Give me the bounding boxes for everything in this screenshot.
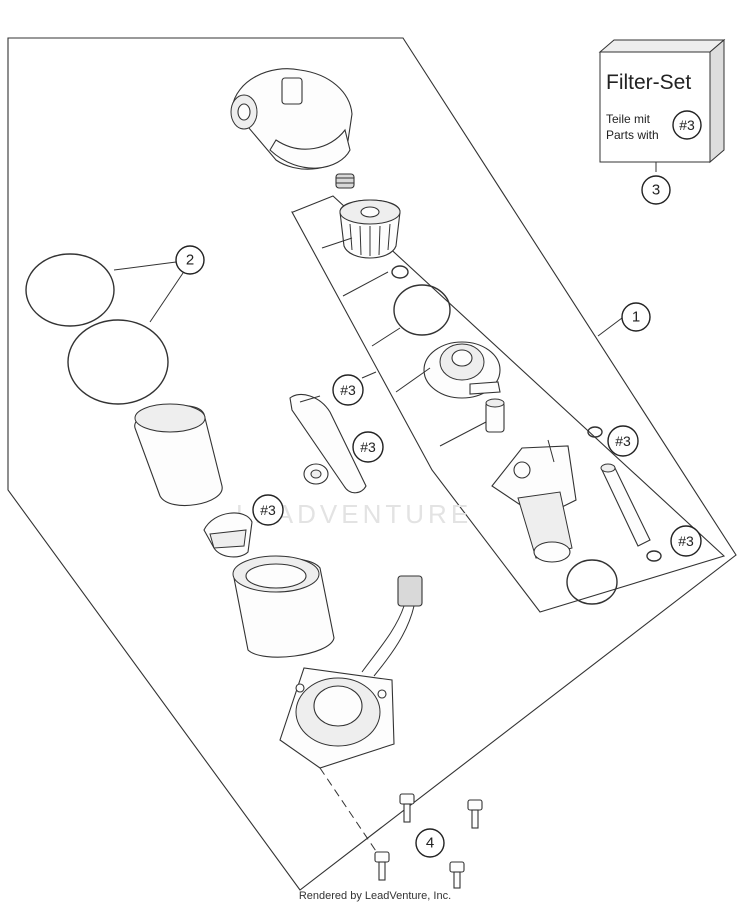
- callout-3: 3: [641, 175, 671, 205]
- ref-callout-washer-lower: #3: [670, 525, 702, 557]
- small-o-ring: [391, 265, 409, 279]
- ref-text-2: #3: [360, 439, 376, 455]
- lower-o-ring: [566, 559, 618, 605]
- pump-head-part: [230, 68, 353, 170]
- leader-1: [597, 317, 623, 337]
- subframe-tick-3: [371, 327, 401, 347]
- axis-dashed-line: [319, 767, 383, 861]
- pump-housing-part: [232, 555, 335, 658]
- ref-text-3: #3: [260, 502, 276, 518]
- ref-callout-filter: #3: [352, 431, 384, 463]
- callout-2: 2: [175, 245, 205, 275]
- subframe-tick-2: [342, 271, 389, 297]
- large-o-ring-lower: [67, 319, 169, 405]
- filter-set-line-2: Parts with: [606, 128, 659, 142]
- callout-3-text: 3: [652, 182, 660, 199]
- pump-flange-part: [279, 667, 395, 769]
- ref-text-5: #3: [678, 533, 694, 549]
- filter-set-box: Filter-Set Teile mit Parts with #3: [598, 38, 726, 164]
- valve-block-part: [491, 439, 577, 563]
- washer-lower: [646, 550, 662, 562]
- small-cylinder-part: [485, 398, 505, 433]
- filter-set-ref-text: #3: [679, 117, 695, 133]
- rod-part: [600, 463, 651, 547]
- filter-subassembly-frame: [291, 195, 726, 613]
- large-o-ring-upper: [25, 253, 115, 327]
- filter-sleeve-part: [134, 403, 223, 506]
- assembly-frame: [7, 37, 737, 891]
- subframe-tick-1: [321, 237, 353, 249]
- filter-cup-part: [339, 199, 401, 259]
- leader-2b: [149, 272, 184, 323]
- ref-callout-left-middle: #3: [332, 374, 364, 406]
- ref-text-1: #3: [340, 382, 356, 398]
- callout-1-text: 1: [632, 309, 640, 326]
- filter-set-line-1: Teile mit: [606, 112, 651, 126]
- ref-text-4: #3: [615, 433, 631, 449]
- filter-set-title: Filter-Set: [606, 71, 691, 94]
- washer-upper: [587, 426, 603, 438]
- subframe-tick-4: [395, 367, 431, 393]
- callout-4: 4: [415, 828, 445, 858]
- filter-set-ref-circle: [672, 110, 702, 140]
- callout-2-text: 2: [186, 252, 194, 269]
- bolt-4: [449, 861, 465, 889]
- spring-part: [335, 173, 355, 189]
- regulator-part: [423, 341, 501, 399]
- footer-credit: Rendered by LeadVenture, Inc.: [298, 890, 452, 902]
- ref-callout-clip: #3: [252, 494, 284, 526]
- ref-callout-washer-upper: #3: [607, 425, 639, 457]
- callout-1: 1: [621, 302, 651, 332]
- bolt-3: [374, 851, 390, 881]
- leader-2a: [113, 261, 177, 271]
- callout-4-text: 4: [426, 835, 434, 852]
- filter-element-part: [289, 394, 367, 494]
- medium-o-ring: [393, 284, 451, 336]
- bolt-1: [399, 793, 415, 823]
- connector-part: [361, 575, 423, 677]
- subframe-tick-6: [361, 371, 377, 379]
- bolt-2: [467, 799, 483, 829]
- subframe-tick-5: [439, 421, 487, 447]
- retaining-clip-part: [203, 512, 253, 558]
